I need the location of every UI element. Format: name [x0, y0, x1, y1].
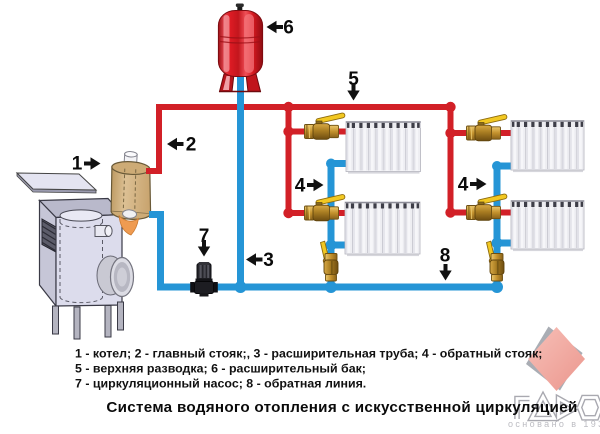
svg-text:4: 4 — [295, 176, 306, 197]
svg-text:7 - циркуляционный насос; 8 -: 7 - циркуляционный насос; 8 - обратная л… — [75, 377, 366, 391]
svg-text:2: 2 — [186, 135, 197, 156]
svg-text:основано в 1939: основано в 1939 — [508, 419, 600, 429]
svg-text:7: 7 — [199, 226, 210, 247]
svg-text:5 - верхняя разводка; 6 - расш: 5 - верхняя разводка; 6 - расширительный… — [75, 362, 366, 376]
svg-text:8: 8 — [440, 246, 451, 267]
svg-text:4: 4 — [458, 175, 469, 196]
svg-text:3: 3 — [263, 250, 274, 271]
svg-text:5: 5 — [348, 69, 359, 90]
svg-text:1: 1 — [72, 154, 83, 175]
svg-text:6: 6 — [283, 18, 294, 39]
svg-text:1 - котел; 2 - главный стояк;,: 1 - котел; 2 - главный стояк;, 3 - расши… — [75, 347, 542, 361]
svg-text:Система водяного отопления с и: Система водяного отопления с искусственн… — [106, 399, 577, 416]
